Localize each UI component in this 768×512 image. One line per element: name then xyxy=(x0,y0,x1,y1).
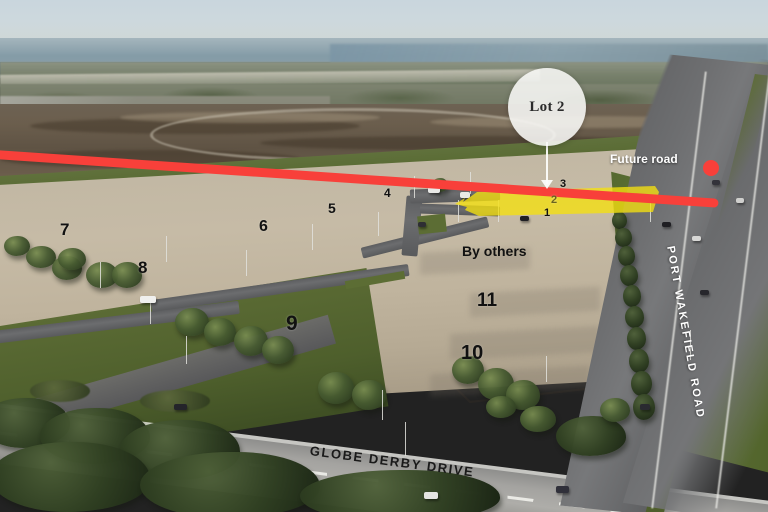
tree xyxy=(486,396,516,418)
future-road-label: Future road xyxy=(610,152,678,166)
lot-2-label: 2 xyxy=(551,194,558,206)
tree xyxy=(58,248,86,270)
scrub-cluster xyxy=(0,442,150,512)
lot-8-label: 8 xyxy=(138,258,148,277)
light-pole xyxy=(382,390,383,420)
tree xyxy=(627,327,646,350)
lot-9-label: 9 xyxy=(286,312,298,335)
tree xyxy=(600,398,630,422)
vehicle-car xyxy=(712,180,720,185)
light-pole xyxy=(312,224,313,250)
light-pole xyxy=(405,422,406,456)
tree xyxy=(620,265,638,286)
light-pole xyxy=(378,212,379,236)
lot-7-label: 7 xyxy=(60,220,70,239)
light-pole xyxy=(246,250,247,276)
callout-leader-line xyxy=(546,142,548,184)
tree xyxy=(4,236,30,256)
light-pole xyxy=(186,336,187,364)
light-pole xyxy=(150,296,151,324)
lot-10-label: 10 xyxy=(461,342,484,364)
light-pole xyxy=(166,236,167,262)
lot-5-label: 5 xyxy=(328,200,336,216)
tree xyxy=(318,372,354,404)
lot-4-label: 4 xyxy=(384,186,391,200)
vehicle-car xyxy=(520,216,529,221)
scrub xyxy=(30,380,90,402)
lot-6-label: 6 xyxy=(259,218,268,235)
vehicle-van xyxy=(140,296,156,303)
tree xyxy=(629,349,649,373)
vehicle-car xyxy=(662,222,671,227)
tree xyxy=(175,308,209,336)
callout-arrow-icon xyxy=(541,180,553,189)
tree xyxy=(352,380,386,410)
tree xyxy=(623,285,641,307)
scrub-cluster xyxy=(556,416,626,456)
tree xyxy=(26,246,56,268)
vehicle-car xyxy=(174,404,187,410)
vehicle-car xyxy=(556,486,569,493)
vehicle-car xyxy=(700,290,709,295)
lot-1-label: 1 xyxy=(544,207,551,219)
lot-2-callout-bubble[interactable]: Lot 2 xyxy=(508,68,586,146)
vehicle-car xyxy=(736,198,744,203)
scrub xyxy=(140,390,210,412)
vehicle-car xyxy=(424,492,438,499)
vehicle-car xyxy=(418,222,426,227)
tree xyxy=(204,318,236,346)
tree xyxy=(112,262,142,288)
light-pole xyxy=(458,200,459,222)
lot-2-callout-label: Lot 2 xyxy=(529,98,565,115)
lot-3-label: 3 xyxy=(560,178,567,190)
tree xyxy=(631,371,652,396)
future-road-endpoint xyxy=(703,160,719,176)
vehicle-truck xyxy=(460,192,470,198)
tree xyxy=(625,306,644,328)
lot-11-label: 11 xyxy=(477,290,498,311)
tree xyxy=(262,336,294,364)
by-others-label: By others xyxy=(462,243,527,259)
tree xyxy=(615,228,632,247)
tree xyxy=(618,246,635,266)
tree xyxy=(612,212,627,229)
light-pole xyxy=(690,330,691,360)
light-pole xyxy=(100,262,101,288)
scrub-cluster xyxy=(300,470,500,512)
tree xyxy=(520,406,556,432)
vehicle-car xyxy=(692,236,701,241)
light-pole xyxy=(546,356,547,382)
vehicle-car xyxy=(640,404,650,410)
light-pole xyxy=(498,200,499,222)
scrub-cluster xyxy=(140,452,320,512)
